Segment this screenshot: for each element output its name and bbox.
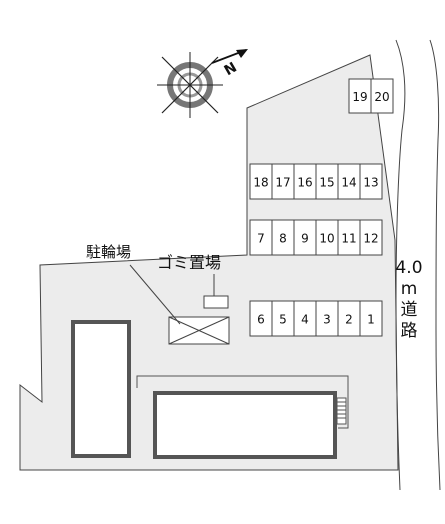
road-edge-left bbox=[395, 39, 406, 491]
road-name-char-1: 道 bbox=[400, 300, 418, 320]
bicycle-parking-leader-line bbox=[129, 264, 181, 325]
parking-slot-number: 4 bbox=[301, 313, 309, 327]
road-label: 4.0 m 道 路 bbox=[394, 258, 424, 342]
parking-slot-number: 7 bbox=[257, 232, 265, 246]
parking-slot-12 bbox=[359, 219, 383, 256]
garbage-area-box bbox=[203, 295, 229, 309]
parking-slot-number: 9 bbox=[301, 232, 309, 246]
north-letter: N bbox=[222, 59, 240, 79]
parking-slot-number: 17 bbox=[275, 176, 290, 190]
compass-rose-icon: N bbox=[157, 49, 248, 118]
parking-slot-1 bbox=[359, 300, 383, 337]
parking-slot-number: 11 bbox=[341, 232, 356, 246]
parking-slot-number: 20 bbox=[374, 90, 389, 104]
parking-slot-number: 1 bbox=[367, 313, 375, 327]
parking-slot-13 bbox=[359, 163, 383, 200]
parking-slot-number: 8 bbox=[279, 232, 287, 246]
parking-slot-number: 13 bbox=[363, 176, 378, 190]
parking-slot-number: 19 bbox=[352, 90, 367, 104]
parking-slot-number: 18 bbox=[253, 176, 268, 190]
parking-slot-20 bbox=[370, 78, 394, 114]
building-enclosure-line bbox=[136, 375, 349, 429]
parking-slot-number: 14 bbox=[341, 176, 356, 190]
building-left bbox=[71, 320, 131, 458]
road-name-char-2: 路 bbox=[400, 321, 418, 341]
parking-slot-number: 2 bbox=[345, 313, 353, 327]
parking-slot-number: 6 bbox=[257, 313, 265, 327]
road-unit: m bbox=[400, 279, 418, 299]
garbage-area-label: ゴミ置場 bbox=[157, 253, 222, 272]
parking-slot-number: 10 bbox=[319, 232, 334, 246]
bicycle-parking-area bbox=[168, 316, 230, 345]
bicycle-parking-label: 駐輪場 bbox=[86, 243, 132, 261]
parking-slot-number: 5 bbox=[279, 313, 287, 327]
road-width: 4.0 bbox=[395, 258, 423, 278]
parking-slot-number: 12 bbox=[363, 232, 378, 246]
road-edge-right bbox=[429, 39, 441, 491]
parking-slot-number: 3 bbox=[323, 313, 331, 327]
parking-slot-number: 15 bbox=[319, 176, 334, 190]
parking-slot-number: 16 bbox=[297, 176, 312, 190]
building-bottom bbox=[153, 391, 337, 459]
stairs-icon bbox=[336, 397, 347, 425]
